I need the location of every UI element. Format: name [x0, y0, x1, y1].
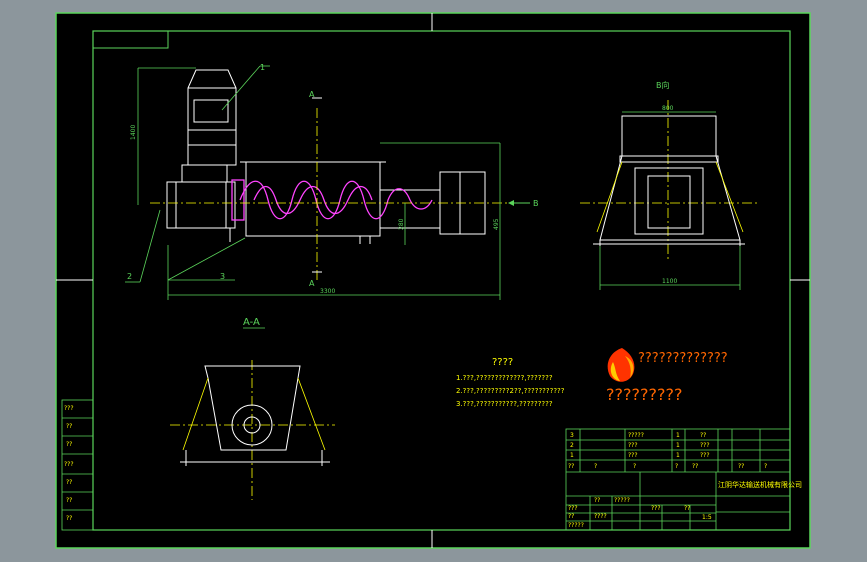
screw-flights — [231, 179, 433, 221]
tb-scale: 1:5 — [702, 514, 712, 521]
header-note: ? — [764, 463, 767, 470]
section-mark-bottom: A — [309, 279, 315, 288]
b-view-box — [634, 167, 704, 235]
dim-flange-width: 800 — [662, 105, 674, 112]
front-view — [166, 69, 486, 244]
header-qty: ? — [675, 463, 678, 470]
motor-junction-box — [193, 99, 229, 123]
b-arrow — [508, 200, 530, 206]
notes-title: ???? — [492, 357, 513, 368]
row-1-material: ??? — [700, 452, 710, 459]
strip-label-5: ?? — [66, 479, 72, 486]
b-view — [593, 115, 745, 246]
row-2-qty: 1 — [676, 442, 680, 449]
note-line-3: 3.???,???????????,????????? — [456, 400, 553, 408]
strip-label-2: ?? — [66, 423, 72, 430]
strip-label-7: ?? — [66, 515, 72, 522]
outer-frame — [55, 12, 811, 549]
company-subtitle: ????????? — [606, 385, 682, 404]
section-marks — [312, 97, 322, 273]
row-1-name: ??? — [628, 452, 638, 459]
dim-motor-height: 1400 — [130, 125, 137, 140]
callout-1: 1 — [260, 63, 265, 72]
dim-center-height: 495 — [493, 218, 500, 230]
strip-label-1: ??? — [64, 405, 74, 412]
row-1-qty: 1 — [676, 452, 680, 459]
row-3-qty: 1 — [676, 432, 680, 439]
tb-cell-8: ????? — [568, 522, 584, 529]
header-name: ? — [633, 463, 636, 470]
strip-label-4: ??? — [64, 461, 74, 468]
strip-label-3: ?? — [66, 441, 72, 448]
row-1-no: 1 — [570, 452, 574, 459]
row-3-material: ?? — [700, 432, 706, 439]
parts-table-text: 3 ????? 1 ?? 2 ??? 1 ??? 1 ??? 1 ??? ?? … — [568, 432, 767, 529]
tb-cell-5: ??? — [568, 505, 578, 512]
frame-ticks — [56, 13, 810, 548]
row-2-name: ??? — [628, 442, 638, 449]
company-name: 江阴华达输送机械有限公司 — [718, 480, 802, 489]
view-label-b: B向 — [656, 80, 670, 90]
tb-cell-6: ?? — [568, 513, 574, 520]
b-view-frame — [599, 155, 741, 241]
section-braces — [182, 377, 326, 451]
row-2-material: ??? — [700, 442, 710, 449]
header-code: ? — [594, 463, 597, 470]
dim-base-width: 1100 — [662, 278, 677, 285]
tb-cell-7: ???? — [594, 513, 607, 520]
header-no: ?? — [568, 463, 574, 470]
code-box — [92, 30, 169, 49]
header-mass: ?? — [738, 463, 744, 470]
row-2-no: 2 — [570, 442, 574, 449]
parts-table — [565, 428, 791, 531]
callout-3: 3 — [220, 272, 225, 281]
left-strip-table — [61, 399, 94, 531]
dim-outlet-height: 280 — [398, 218, 405, 230]
strip-label-6: ?? — [66, 497, 72, 504]
header-material: ?? — [692, 463, 698, 470]
row-3-no: 3 — [570, 432, 574, 439]
company-logo-text: ????????????? — [638, 351, 728, 366]
centerlines — [150, 100, 760, 500]
view-label-aa: A-A — [243, 317, 260, 328]
tb-cell-4: ?? — [684, 505, 690, 512]
note-line-2: 2.???,?????????2??,??????????? — [456, 387, 565, 395]
note-line-1: 1.???,?????????????,??????? — [456, 374, 553, 382]
dim-total-length: 3300 — [320, 288, 335, 295]
tb-cell-2: ????? — [614, 497, 630, 504]
tb-cell-1: ?? — [594, 497, 600, 504]
dimension-lines — [125, 65, 741, 300]
b-view-braces — [596, 161, 744, 233]
tb-cell-3: ??? — [651, 505, 661, 512]
arrow-label-b: B — [533, 199, 539, 208]
callout-2: 2 — [127, 272, 132, 281]
left-strip-text: ??? ?? ?? ??? ?? ?? ?? — [64, 405, 74, 522]
company-logo-icon — [607, 348, 635, 382]
row-3-name: ????? — [628, 432, 644, 439]
section-mark-top: A — [309, 90, 315, 99]
